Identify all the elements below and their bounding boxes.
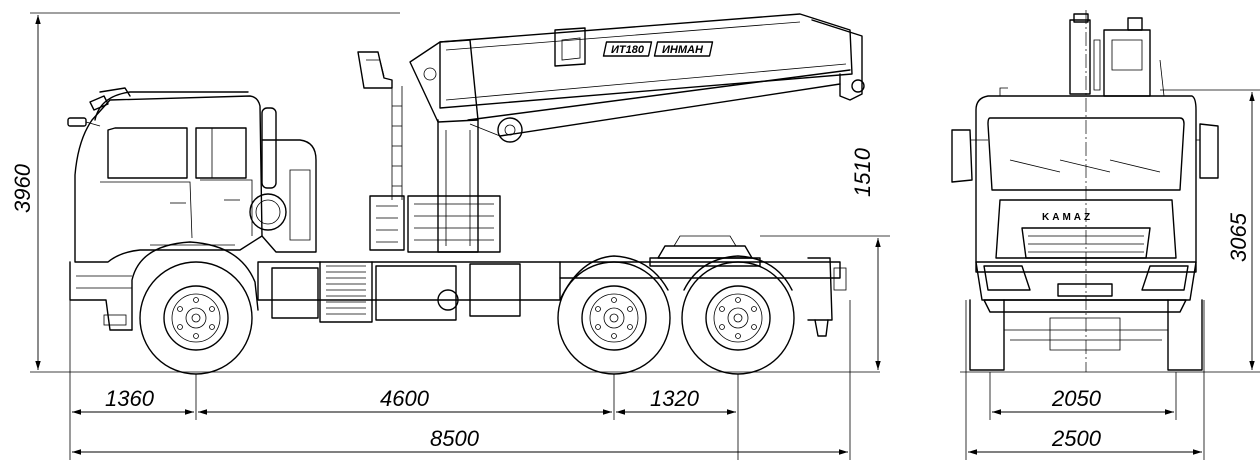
overall-height-label: 3960 — [10, 163, 35, 213]
front-wheel — [139, 261, 253, 375]
overall-length-label: 8500 — [430, 426, 480, 451]
front-view: KAMAZ 3065 2050 2500 — [951, 10, 1260, 460]
track-width-label: 2050 — [1051, 386, 1102, 411]
side-view: ИТ180 ИНМАН 3960 1510 1360 4600 1320 850… — [10, 12, 890, 460]
overall-width-label: 2500 — [1051, 426, 1102, 451]
wheelbase-label: 4600 — [380, 386, 430, 411]
crane: ИТ180 ИНМАН — [357, 13, 865, 253]
rear-wheel-1 — [557, 261, 671, 375]
crane-model-label: ИТ180 — [611, 44, 645, 56]
crane-maker-label: ИНМАН — [662, 44, 704, 56]
rear-axle-label: 1320 — [650, 386, 700, 411]
front-height-label: 3065 — [1226, 212, 1251, 262]
deck-height-label: 1510 — [850, 147, 875, 197]
grille: KAMAZ — [995, 199, 1177, 259]
chassis — [257, 235, 847, 337]
engine-bay — [249, 139, 317, 253]
rear-wheel-2 — [681, 261, 795, 375]
front-crane — [1069, 13, 1165, 97]
front-overhang-label: 1360 — [105, 386, 155, 411]
front-tyres — [969, 299, 1203, 371]
front-bumper — [975, 261, 1197, 313]
grille-brand-label: KAMAZ — [1042, 212, 1093, 223]
front-cab — [951, 87, 1219, 273]
cab — [67, 87, 277, 331]
